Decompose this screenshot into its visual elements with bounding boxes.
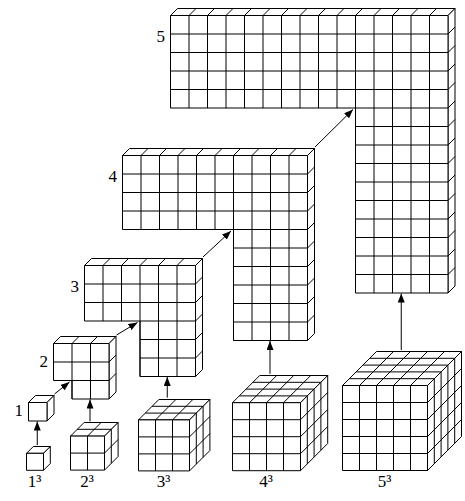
cube-label: 1³ [28,472,42,492]
arrow-connector [203,231,231,257]
cube-drawing [232,375,330,473]
gnomon-number: 3 [71,277,80,297]
cube-label: 2³ [80,472,94,492]
arrow-connector [270,341,271,374]
gnomon-slab: 2 [53,336,116,399]
cube-stack: 5³ [342,351,461,470]
arrow-connector [90,400,91,422]
arrow-connector [117,323,138,336]
gnomon-drawing [28,395,56,423]
gnomon-number: 2 [40,352,49,372]
gnomon-number: 5 [157,27,166,47]
gnomon-slab: 1 [28,395,54,421]
gnomon-drawing [53,336,118,401]
gnomon-number: 4 [109,167,118,187]
cube-stack: 3³ [138,399,209,470]
cube-stack: 1³ [26,446,50,470]
cube-drawing [342,351,463,472]
gnomon-number: 1 [15,401,24,421]
arrow-connector [167,377,168,398]
cube-drawing [138,399,212,473]
arrow-connector [315,110,353,148]
cube-stack: 2³ [70,422,118,470]
arrow-connector [401,294,402,351]
cube-drawing [70,422,120,472]
cube-label: 5³ [378,472,392,492]
cube-label: 3³ [157,472,171,492]
arrow-connector [37,422,38,446]
cube-stack: 4³ [232,375,327,470]
arrow-connector [55,382,70,394]
cube-label: 4³ [259,472,273,492]
cube-drawing [26,446,52,472]
